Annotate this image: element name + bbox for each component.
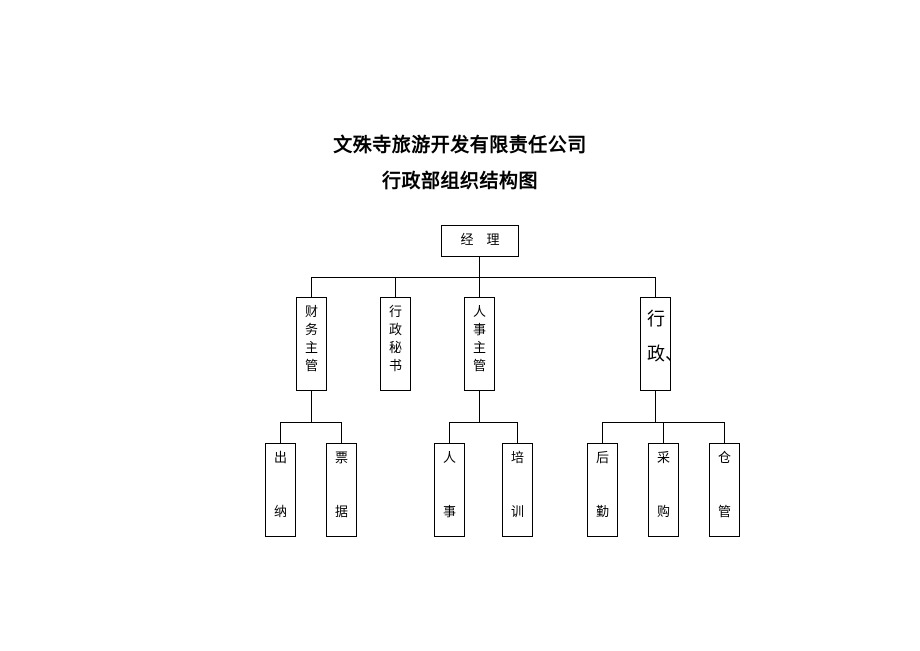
node-logistics-char-1: 后 bbox=[595, 451, 609, 466]
node-admin-secretary: 行政秘书 bbox=[380, 297, 411, 391]
node-warehouse-char-2: 管 bbox=[717, 505, 731, 520]
connector-manager-down bbox=[479, 256, 480, 278]
node-manager: 经 理 bbox=[441, 225, 519, 257]
node-admin-secretary-label: 行政秘书 bbox=[389, 305, 403, 374]
node-manager-label: 经 理 bbox=[460, 233, 500, 248]
node-logistics-char-2: 勤 bbox=[595, 505, 609, 520]
node-purchasing-char-1: 采 bbox=[656, 451, 670, 466]
connector-admin-down bbox=[655, 390, 656, 423]
node-bills: 票 据 bbox=[326, 443, 357, 537]
connector-hr bbox=[479, 277, 480, 298]
node-cashier: 出 纳 bbox=[265, 443, 296, 537]
connector-purchasing bbox=[663, 422, 664, 443]
connector-warehouse bbox=[724, 422, 725, 443]
node-purchasing-char-2: 购 bbox=[656, 505, 670, 520]
chart-title: 文殊寺旅游开发有限责任公司 bbox=[333, 134, 587, 156]
node-finance-supervisor-label: 财务主管 bbox=[305, 305, 319, 374]
node-bills-char-1: 票 bbox=[334, 451, 348, 466]
node-training: 培 训 bbox=[502, 443, 533, 537]
node-logistics: 后 勤 bbox=[587, 443, 618, 537]
node-bills-char-2: 据 bbox=[334, 505, 348, 520]
node-personnel: 人 事 bbox=[434, 443, 465, 537]
node-warehouse-char-1: 仓 bbox=[717, 451, 731, 466]
node-cashier-char-1: 出 bbox=[273, 451, 287, 466]
node-personnel-char-1: 人 bbox=[442, 451, 456, 466]
connector-hr-down bbox=[479, 390, 480, 423]
node-hr-supervisor: 人事主管 bbox=[464, 297, 495, 391]
connector-cashier bbox=[280, 422, 281, 443]
node-training-char-2: 训 bbox=[510, 505, 524, 520]
node-purchasing: 采 购 bbox=[648, 443, 679, 537]
node-admin-label: 行政、 bbox=[647, 309, 670, 365]
node-training-char-1: 培 bbox=[510, 451, 524, 466]
node-personnel-char-2: 事 bbox=[442, 505, 456, 520]
node-warehouse: 仓 管 bbox=[709, 443, 740, 537]
connector-level1-bar bbox=[311, 277, 656, 278]
node-finance-supervisor: 财务主管 bbox=[296, 297, 327, 391]
connector-bills bbox=[341, 422, 342, 443]
chart-subtitle: 行政部组织结构图 bbox=[381, 170, 538, 192]
connector-logistics bbox=[602, 422, 603, 443]
connector-finance-bar bbox=[280, 422, 342, 423]
connector-secretary bbox=[395, 277, 396, 298]
connector-finance-down bbox=[311, 390, 312, 423]
connector-admin bbox=[655, 277, 656, 298]
node-cashier-char-2: 纳 bbox=[273, 505, 287, 520]
connector-hr-bar bbox=[449, 422, 518, 423]
connector-personnel bbox=[449, 422, 450, 443]
node-hr-supervisor-label: 人事主管 bbox=[473, 305, 487, 374]
node-admin: 行政、 bbox=[640, 297, 671, 391]
connector-finance bbox=[311, 277, 312, 298]
connector-training bbox=[517, 422, 518, 443]
